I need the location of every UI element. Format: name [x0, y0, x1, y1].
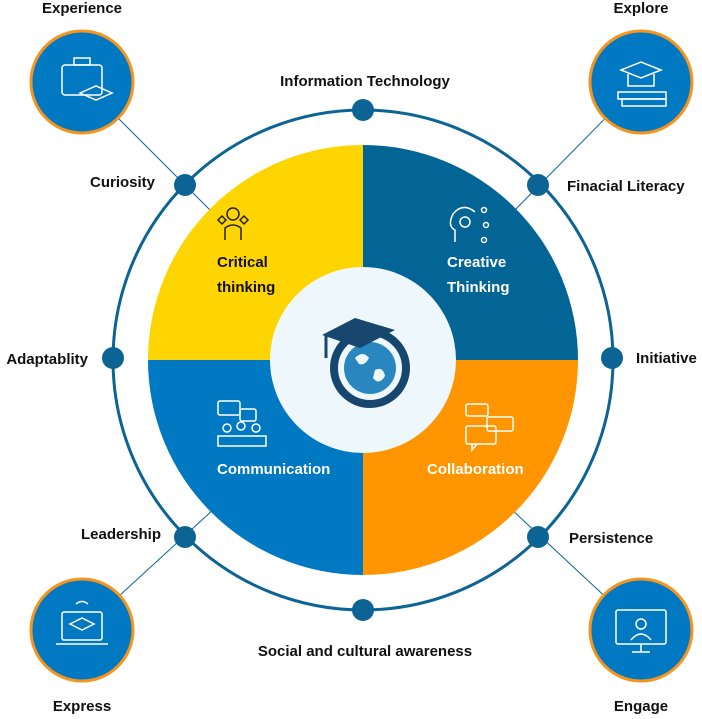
segment-label-creative-thinking: Thinking	[447, 279, 510, 296]
robot-thinking-icon	[216, 207, 250, 240]
books-graduation-cap-icon	[617, 61, 667, 107]
label-engage: Engage	[614, 698, 668, 714]
label-adaptability: Adaptablity	[6, 351, 88, 368]
label-information-technology: Information Technology	[280, 73, 450, 90]
label-persistence: Persistence	[569, 530, 653, 547]
laptop-graduation-icon	[56, 600, 108, 645]
segment-label-critical: Critical	[217, 254, 268, 271]
briefcase-graduation-icon	[61, 57, 114, 101]
label-explore: Explore	[613, 0, 668, 17]
graduation-globe-logo-icon	[322, 318, 410, 408]
segment-label-creative: Creative	[447, 254, 506, 271]
chat-bubbles-icon	[465, 403, 514, 453]
label-financial-literacy: Finacial Literacy	[567, 178, 685, 195]
online-meeting-monitor-icon	[615, 609, 667, 653]
segment-label-thinking: thinking	[217, 279, 275, 296]
label-initiative: Initiative	[636, 350, 697, 367]
corner-engage	[588, 577, 694, 683]
head-gear-icon	[449, 206, 490, 244]
corner-explore	[588, 29, 694, 135]
label-curiosity: Curiosity	[90, 174, 156, 191]
segment-label-collaboration: Collaboration	[427, 461, 524, 478]
label-express: Express	[53, 698, 111, 714]
ring-dots	[102, 99, 623, 621]
label-social-cultural-awareness: Social and cultural awareness	[258, 643, 472, 660]
corner-experience	[29, 29, 135, 135]
corner-express	[29, 577, 135, 683]
segment-label-communication: Communication	[217, 461, 330, 478]
label-leadership: Leadership	[81, 526, 161, 543]
group-chat-icon	[217, 400, 267, 447]
label-experience: Experience	[42, 0, 122, 17]
